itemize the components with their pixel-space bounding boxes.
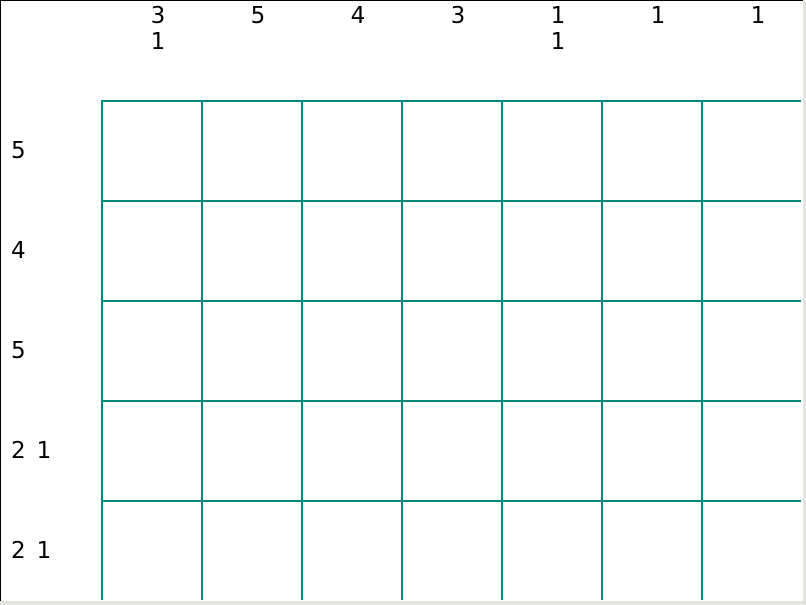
grid-cell-r4-c5[interactable] bbox=[501, 400, 601, 500]
window-edge-bottom bbox=[0, 601, 806, 605]
column-clue-number: 3 bbox=[150, 3, 166, 29]
grid-cell-r4-c7[interactable] bbox=[701, 400, 801, 500]
grid-cell-r1-c6[interactable] bbox=[601, 100, 701, 200]
grid-cell-r5-c5[interactable] bbox=[501, 500, 601, 600]
grid-cell-r3-c2[interactable] bbox=[201, 300, 301, 400]
grid-cell-r1-c3[interactable] bbox=[301, 100, 401, 200]
grid-cell-r3-c7[interactable] bbox=[701, 300, 801, 400]
grid-cell-r4-c6[interactable] bbox=[601, 400, 701, 500]
row-clue-number: 1 bbox=[36, 438, 52, 464]
grid-cell-r5-c3[interactable] bbox=[301, 500, 401, 600]
grid-cell-r5-c7[interactable] bbox=[701, 500, 801, 600]
column-clue-number: 1 bbox=[750, 3, 766, 29]
grid-cell-r3-c4[interactable] bbox=[401, 300, 501, 400]
grid-cell-r1-c1[interactable] bbox=[101, 100, 201, 200]
row-clue-2: 4 bbox=[11, 201, 37, 301]
grid-cell-r2-c2[interactable] bbox=[201, 200, 301, 300]
grid-cell-r5-c2[interactable] bbox=[201, 500, 301, 600]
column-clue-3: 4 bbox=[308, 3, 408, 29]
grid-cell-r1-c2[interactable] bbox=[201, 100, 301, 200]
window-edge-right bbox=[803, 0, 806, 605]
column-clue-number: 1 bbox=[550, 3, 566, 29]
column-clue-number: 1 bbox=[650, 3, 666, 29]
column-clue-2: 5 bbox=[208, 3, 308, 29]
puzzle-grid bbox=[101, 100, 802, 602]
row-clue-number: 2 bbox=[11, 438, 26, 464]
grid-cell-r2-c4[interactable] bbox=[401, 200, 501, 300]
row-clue-number: 4 bbox=[11, 238, 26, 264]
grid-cell-r5-c1[interactable] bbox=[101, 500, 201, 600]
column-clue-number: 4 bbox=[350, 3, 366, 29]
grid-cell-r2-c1[interactable] bbox=[101, 200, 201, 300]
row-clue-3: 5 bbox=[11, 301, 37, 401]
grid-cell-r2-c7[interactable] bbox=[701, 200, 801, 300]
grid-cell-r4-c3[interactable] bbox=[301, 400, 401, 500]
row-clue-1: 5 bbox=[11, 101, 37, 201]
grid-cell-r5-c6[interactable] bbox=[601, 500, 701, 600]
row-clue-number: 5 bbox=[11, 338, 26, 364]
grid-cell-r1-c7[interactable] bbox=[701, 100, 801, 200]
column-clue-number: 1 bbox=[150, 29, 166, 55]
grid-cell-r1-c5[interactable] bbox=[501, 100, 601, 200]
column-clue-6: 1 bbox=[608, 3, 708, 29]
grid-cell-r1-c4[interactable] bbox=[401, 100, 501, 200]
grid-cell-r3-c6[interactable] bbox=[601, 300, 701, 400]
column-clue-number: 1 bbox=[550, 29, 566, 55]
row-clue-number: 1 bbox=[36, 538, 52, 564]
row-clue-number: 5 bbox=[11, 138, 26, 164]
column-clue-4: 3 bbox=[408, 3, 508, 29]
grid-cell-r2-c3[interactable] bbox=[301, 200, 401, 300]
grid-cell-r4-c4[interactable] bbox=[401, 400, 501, 500]
grid-cell-r3-c3[interactable] bbox=[301, 300, 401, 400]
grid-cell-r2-c6[interactable] bbox=[601, 200, 701, 300]
grid-cell-r2-c5[interactable] bbox=[501, 200, 601, 300]
grid-cell-r3-c1[interactable] bbox=[101, 300, 201, 400]
column-clue-7: 1 bbox=[708, 3, 806, 29]
grid-cell-r3-c5[interactable] bbox=[501, 300, 601, 400]
grid-cell-r4-c1[interactable] bbox=[101, 400, 201, 500]
grid-cell-r5-c4[interactable] bbox=[401, 500, 501, 600]
grid-cell-r4-c2[interactable] bbox=[201, 400, 301, 500]
column-clue-number: 5 bbox=[250, 3, 266, 29]
row-clue-number: 2 bbox=[11, 538, 26, 564]
column-clue-number: 3 bbox=[450, 3, 466, 29]
